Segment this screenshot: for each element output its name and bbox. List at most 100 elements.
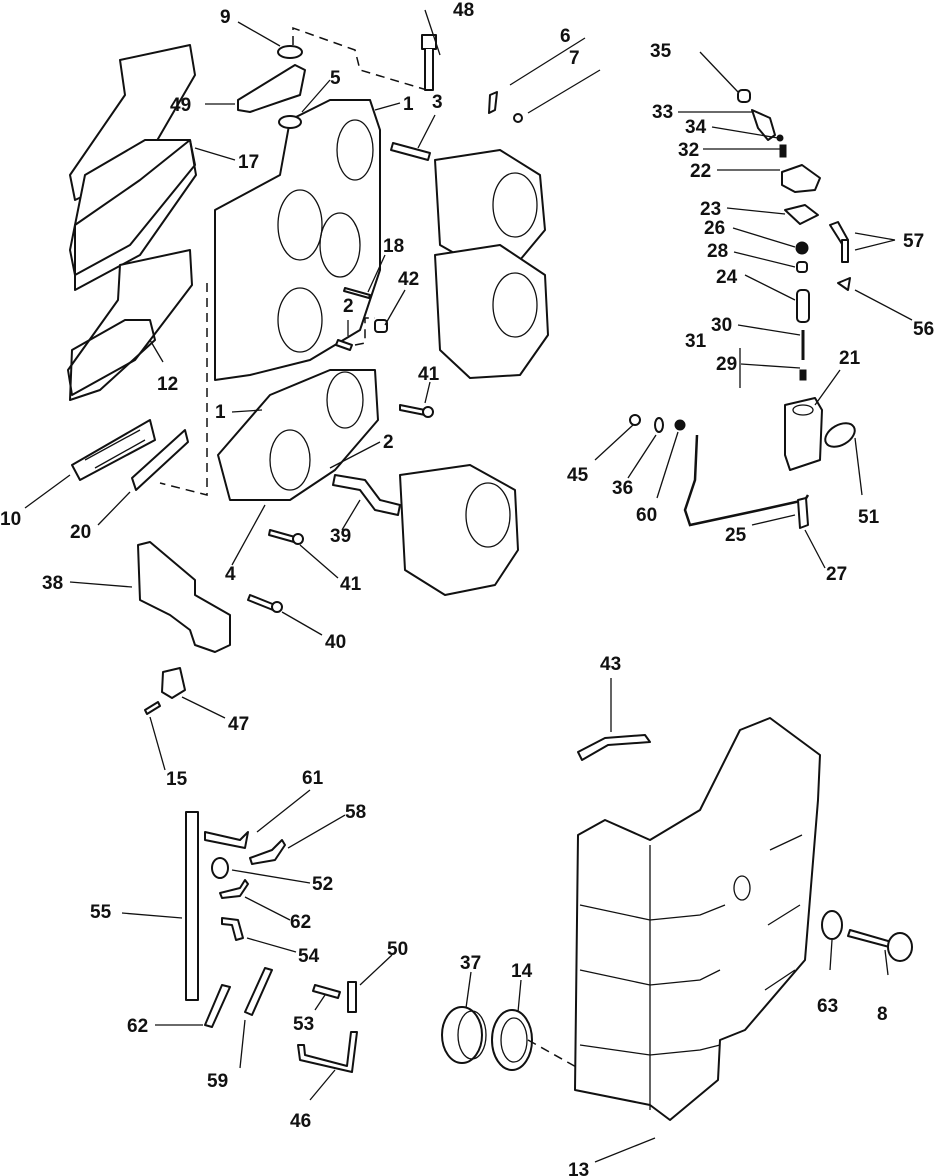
callout-23: 23 bbox=[700, 199, 721, 220]
hose-59 bbox=[244, 967, 273, 1016]
carburetor-upper bbox=[434, 149, 546, 263]
clip-6 bbox=[488, 91, 498, 114]
washer-9 bbox=[277, 45, 303, 59]
bracket-38 bbox=[137, 541, 231, 653]
callout-38: 38 bbox=[42, 573, 63, 594]
callout-10: 10 bbox=[0, 509, 21, 530]
callout-59: 59 bbox=[207, 1071, 228, 1092]
callout-58: 58 bbox=[345, 802, 366, 823]
clamp-51 bbox=[824, 422, 856, 448]
assembly-line-left bbox=[159, 283, 208, 496]
clamp-47 bbox=[161, 667, 186, 699]
bracket-49 bbox=[237, 64, 306, 113]
cap-26 bbox=[795, 241, 809, 255]
callout-39: 39 bbox=[330, 526, 351, 547]
bolt-40-head bbox=[271, 601, 283, 613]
callout-3: 3 bbox=[432, 92, 443, 113]
callout-40: 40 bbox=[325, 632, 346, 653]
callout-33: 33 bbox=[652, 102, 673, 123]
bolt-48 bbox=[421, 34, 437, 91]
hose-53 bbox=[312, 984, 341, 999]
callout-62-lower: 62 bbox=[127, 1016, 148, 1037]
callout-54: 54 bbox=[298, 946, 320, 967]
callout-35: 35 bbox=[650, 41, 672, 62]
seal-14 bbox=[491, 1009, 533, 1071]
pin-2-upper bbox=[335, 339, 353, 351]
callout-2-upper: 2 bbox=[343, 296, 354, 317]
callout-30: 30 bbox=[711, 315, 732, 336]
screw-45 bbox=[629, 414, 641, 426]
callout-25: 25 bbox=[725, 525, 747, 546]
callout-48: 48 bbox=[453, 0, 474, 21]
hose-58 bbox=[249, 839, 286, 865]
callout-43: 43 bbox=[600, 654, 621, 675]
callout-22: 22 bbox=[690, 161, 711, 182]
callout-31: 31 bbox=[685, 331, 707, 352]
hose-39 bbox=[332, 474, 401, 516]
callout-46: 46 bbox=[290, 1111, 311, 1132]
callout-2-lower: 2 bbox=[383, 432, 394, 453]
bolt-40 bbox=[247, 594, 276, 611]
callout-56: 56 bbox=[913, 319, 934, 340]
callout-60: 60 bbox=[636, 505, 657, 526]
callout-55: 55 bbox=[90, 902, 112, 923]
assembly-line-top bbox=[292, 26, 428, 91]
callout-9: 9 bbox=[220, 7, 231, 28]
screw-15 bbox=[144, 701, 161, 715]
spring-28 bbox=[796, 261, 808, 273]
callout-41-lower: 41 bbox=[340, 574, 362, 595]
callout-50: 50 bbox=[387, 939, 408, 960]
adapter-37 bbox=[441, 1006, 487, 1064]
hose-57-lower bbox=[841, 239, 849, 263]
hose-62-upper bbox=[219, 879, 249, 899]
nut-60 bbox=[674, 419, 686, 431]
callout-49: 49 bbox=[170, 95, 191, 116]
callout-57: 57 bbox=[903, 231, 924, 252]
diaphragm-23 bbox=[784, 204, 819, 225]
callout-7: 7 bbox=[569, 48, 580, 69]
hose-61 bbox=[204, 831, 249, 849]
intake-manifold-lower bbox=[217, 369, 379, 501]
callout-41-upper: 41 bbox=[418, 364, 440, 385]
plunger-24 bbox=[796, 289, 810, 323]
bolt-41-lower-head bbox=[292, 533, 304, 545]
terminal-27 bbox=[797, 497, 809, 529]
stud-3 bbox=[390, 142, 431, 161]
bolt-41-upper-head bbox=[422, 406, 434, 418]
callout-5: 5 bbox=[330, 68, 341, 89]
grommet-63 bbox=[821, 910, 843, 940]
gasket-upper bbox=[69, 44, 197, 291]
callout-6: 6 bbox=[560, 26, 571, 47]
callout-53: 53 bbox=[293, 1014, 314, 1035]
screw-7 bbox=[513, 113, 523, 123]
callout-14: 14 bbox=[511, 961, 533, 982]
carburetor-middle bbox=[434, 244, 549, 379]
callout-13: 13 bbox=[568, 1160, 589, 1176]
callout-24: 24 bbox=[716, 267, 738, 288]
washer-36 bbox=[654, 417, 664, 433]
tee-fitting-56 bbox=[837, 277, 851, 291]
silencer-13 bbox=[574, 717, 821, 1121]
solenoid-21 bbox=[784, 397, 823, 471]
callout-61: 61 bbox=[302, 768, 324, 789]
hose-62-lower bbox=[204, 984, 231, 1028]
callout-52: 52 bbox=[312, 874, 333, 895]
callout-26: 26 bbox=[704, 218, 725, 239]
hose-43 bbox=[577, 734, 651, 761]
callout-15: 15 bbox=[166, 769, 188, 790]
screw-18 bbox=[343, 287, 371, 299]
callout-4: 4 bbox=[225, 564, 236, 585]
check-valve-32 bbox=[779, 144, 787, 158]
fuel-manifold-55 bbox=[185, 811, 199, 1001]
callout-34: 34 bbox=[685, 117, 707, 138]
leader-lines bbox=[24, 9, 913, 1163]
callout-32: 32 bbox=[678, 140, 699, 161]
plug-42 bbox=[374, 319, 388, 333]
bolt-41-lower bbox=[268, 529, 296, 543]
bolt-41-upper bbox=[399, 404, 426, 416]
plunger-29 bbox=[799, 369, 807, 381]
callout-27: 27 bbox=[826, 564, 847, 585]
callout-12: 12 bbox=[157, 374, 178, 395]
